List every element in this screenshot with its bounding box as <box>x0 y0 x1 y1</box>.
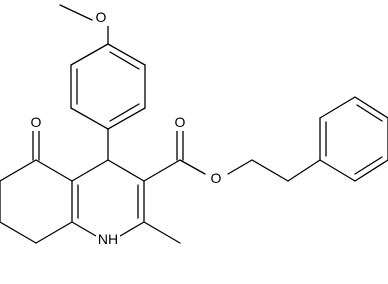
bond-ring-b-double-3 <box>354 156 383 175</box>
bond-ch2-phenyl <box>287 159 321 182</box>
bond-ring-b-6 <box>319 159 356 182</box>
bond-ring-a-4 <box>70 107 109 130</box>
bond-ring-b-2 <box>319 96 356 119</box>
bond-c5-c6 <box>0 159 37 182</box>
atom-o-ester: O <box>208 169 224 187</box>
atom-o-ester-label: O <box>211 170 222 186</box>
atom-o-ketone: O <box>28 113 44 131</box>
bond-c2-methyl <box>143 221 181 244</box>
bond-ring-a-1 <box>107 43 146 66</box>
bond-c8-c8a <box>35 221 73 244</box>
bond-ch2-ch2 <box>251 159 289 182</box>
atom-o-carbonyl: O <box>172 113 188 131</box>
bond-ring-b-double-2 <box>356 104 383 122</box>
atom-o-methoxy: O <box>93 8 109 26</box>
bond-ring-b-5 <box>354 159 388 182</box>
atom-labels: O O O O NH <box>28 8 224 248</box>
atom-nh: NH <box>96 230 120 248</box>
bond-methyl-o <box>59 4 93 21</box>
bond-c4-c3 <box>107 159 145 182</box>
bonds <box>0 4 388 244</box>
atom-o-methoxy-label: O <box>96 9 107 25</box>
bond-ring-b-3 <box>354 96 388 119</box>
atom-o-ketone-label: O <box>31 114 42 130</box>
bond-c3-ccarb <box>143 159 181 182</box>
bond-ring-a-double-1 <box>109 51 140 70</box>
bond-ring-a-3 <box>107 107 146 130</box>
bond-c4a-c5 <box>35 159 73 182</box>
bond-ring-a-double-2 <box>109 103 140 122</box>
bond-ccarb-oester <box>179 159 206 175</box>
bond-c7-c8 <box>0 221 37 244</box>
bond-c2-n1 <box>119 221 145 237</box>
atom-o-carbonyl-label: O <box>175 114 186 130</box>
atom-nh-label: NH <box>98 231 118 247</box>
bond-oester-ch2 <box>227 159 253 175</box>
bond-n1-c8a <box>71 221 97 237</box>
bond-ring-a-6 <box>70 43 109 66</box>
bond-c4-c4a <box>71 159 109 182</box>
